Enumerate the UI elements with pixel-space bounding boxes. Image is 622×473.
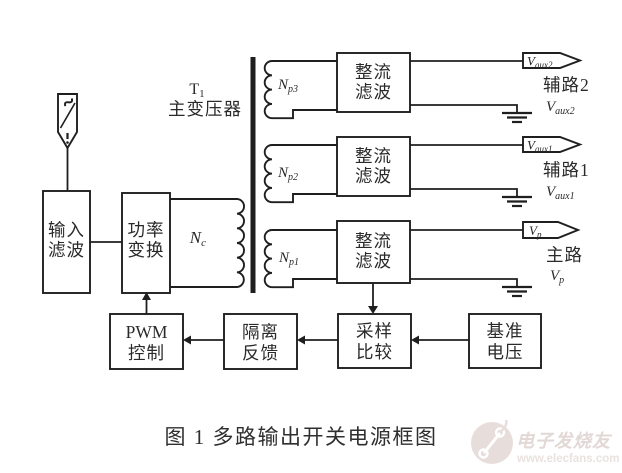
elecfans-logo-icon <box>471 419 513 464</box>
figure-caption: 图 1 多路输出开关电源框图 <box>165 425 438 449</box>
output-tag-aux1 <box>522 136 583 153</box>
value-label-aux1: Vaux1 <box>546 184 575 202</box>
watermark-url: www.elecfans.com <box>516 453 619 465</box>
block-rectifier-3: 整流 滤波 <box>336 220 411 284</box>
pwm-line1: PWM <box>126 322 168 342</box>
tag-text-aux1: Vaux1 <box>527 138 552 155</box>
rectifier2-line2: 滤波 <box>355 166 392 186</box>
rectifier3-line2: 滤波 <box>355 251 392 271</box>
secondary-winding-np1: Np1 <box>263 229 337 289</box>
value-label-aux2: Vaux2 <box>546 99 575 117</box>
block-input-filter: 输入 滤波 <box>42 190 91 294</box>
transformer-label: 主变压器 <box>168 99 242 119</box>
watermark: 电子发烧友 www.elecfans.com <box>471 419 619 465</box>
output-row-main: Vp 主路 Vp <box>410 221 583 298</box>
arrow-reference-to-sampling <box>411 335 469 345</box>
secondary-winding-np3: Np3 <box>263 60 337 120</box>
secondary-winding-np2: Np2 <box>263 144 337 204</box>
block-sampling-compare: 采样 比较 <box>337 313 412 369</box>
route-label-main: 主路 <box>546 245 583 265</box>
block-rectifier-1: 整流 滤波 <box>336 52 411 113</box>
input-filter-line2: 滤波 <box>48 240 85 260</box>
route-label-aux2: 辅路2 <box>543 75 590 95</box>
block-reference-voltage: 基准 电压 <box>468 313 542 369</box>
output-row-aux1: Vaux1 辅路1 Vaux1 <box>410 136 590 208</box>
rectifier1-line1: 整流 <box>355 62 392 82</box>
pwm-line2: 控制 <box>128 343 165 363</box>
transformer-core <box>250 57 256 293</box>
reference-line2: 电压 <box>487 342 524 362</box>
ground-icon-aux1 <box>502 195 532 208</box>
block-rectifier-2: 整流 滤波 <box>336 136 411 197</box>
rectifier2-line1: 整流 <box>355 146 392 166</box>
rectifier1-line2: 滤波 <box>355 82 392 102</box>
sampling-line1: 采样 <box>356 321 393 341</box>
winding-label-np3: Np3 <box>277 77 298 95</box>
block-power-converter: 功率 变换 <box>121 192 171 294</box>
power-converter-line1: 功率 <box>128 220 165 240</box>
winding-label-np2: Np2 <box>277 165 298 183</box>
arrow-sampling-to-isolation <box>297 335 338 345</box>
block-pwm-control: PWM 控制 <box>109 313 184 370</box>
arrow-isolation-to-pwm <box>183 335 224 345</box>
watermark-brand: 电子发烧友 <box>516 431 613 451</box>
winding-label-np1: Np1 <box>278 250 299 268</box>
output-tag-aux2 <box>522 52 583 69</box>
ground-icon-main <box>502 285 532 298</box>
power-converter-line2: 变换 <box>128 240 165 260</box>
arrow-pwm-to-converter <box>142 292 151 314</box>
tag-text-main: Vp <box>529 223 542 240</box>
rectifier3-line1: 整流 <box>355 231 392 251</box>
ground-icon-aux2 <box>502 111 532 124</box>
output-tag-main <box>522 221 581 239</box>
transformer-primary-winding: Nc <box>170 198 245 288</box>
reference-line1: 基准 <box>487 321 524 341</box>
winding-label-nc: Nc <box>189 228 206 249</box>
output-row-aux2: Vaux2 辅路2 Vaux2 <box>410 52 590 124</box>
isolation-line1: 隔离 <box>242 322 279 342</box>
ac-input-icon <box>57 93 78 191</box>
isolation-line2: 反馈 <box>242 343 279 363</box>
tag-text-aux2: Vaux2 <box>527 54 553 71</box>
input-filter-line1: 输入 <box>48 220 85 240</box>
transformer-title: T1 主变压器 <box>168 81 242 119</box>
block-isolation-feedback: 隔离 反馈 <box>223 313 298 370</box>
route-label-aux1: 辅路1 <box>543 160 590 180</box>
value-label-main: Vp <box>550 268 564 286</box>
transformer-designator: T1 <box>189 81 204 100</box>
arrow-rectifier3-to-sampling <box>368 283 378 314</box>
sampling-line2: 比较 <box>356 342 393 362</box>
